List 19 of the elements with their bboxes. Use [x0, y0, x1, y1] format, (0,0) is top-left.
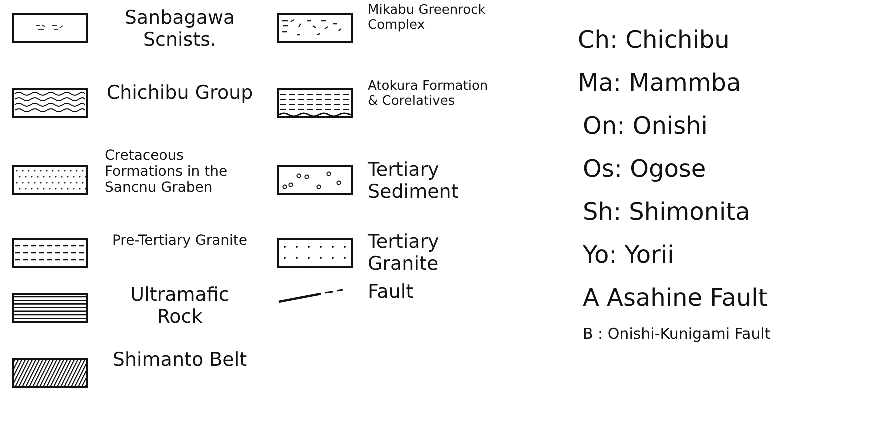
abbreviation-label: On: Onishi: [583, 112, 708, 140]
legend-label: Shimanto Belt: [112, 350, 248, 372]
abbreviation-label: Yo: Yorii: [583, 241, 674, 269]
legend-label: Tertiary Sediment: [368, 160, 460, 204]
legend-label: Ultramafic Rock: [130, 285, 230, 329]
legend-label: Tertiary Granite: [368, 232, 440, 276]
legend-label: Sanbagawa Scnists.: [124, 8, 236, 52]
legend-label: Mikabu Greenrock Complex: [368, 4, 487, 34]
abbreviation-label: Sh: Shimonita: [583, 198, 750, 226]
legend-label: Pre-Tertiary Granite: [111, 233, 249, 250]
abbreviation-label: Ma: Mammba: [578, 69, 742, 97]
legend-label: Fault: [368, 282, 415, 304]
abbreviation-label: Ch: Chichibu: [578, 26, 730, 54]
legend-label: Cretaceous Formations in the Sancnu Graben: [105, 148, 229, 196]
abbreviation-label: B : Onishi-Kunigami Fault: [583, 325, 772, 344]
legend-label: Atokura Formation & Corelatives: [368, 80, 490, 110]
legend-label: Chichibu Group: [106, 83, 254, 105]
abbreviation-label: Os: Ogose: [583, 155, 706, 183]
abbreviation-label: A Asahine Fault: [583, 284, 768, 312]
